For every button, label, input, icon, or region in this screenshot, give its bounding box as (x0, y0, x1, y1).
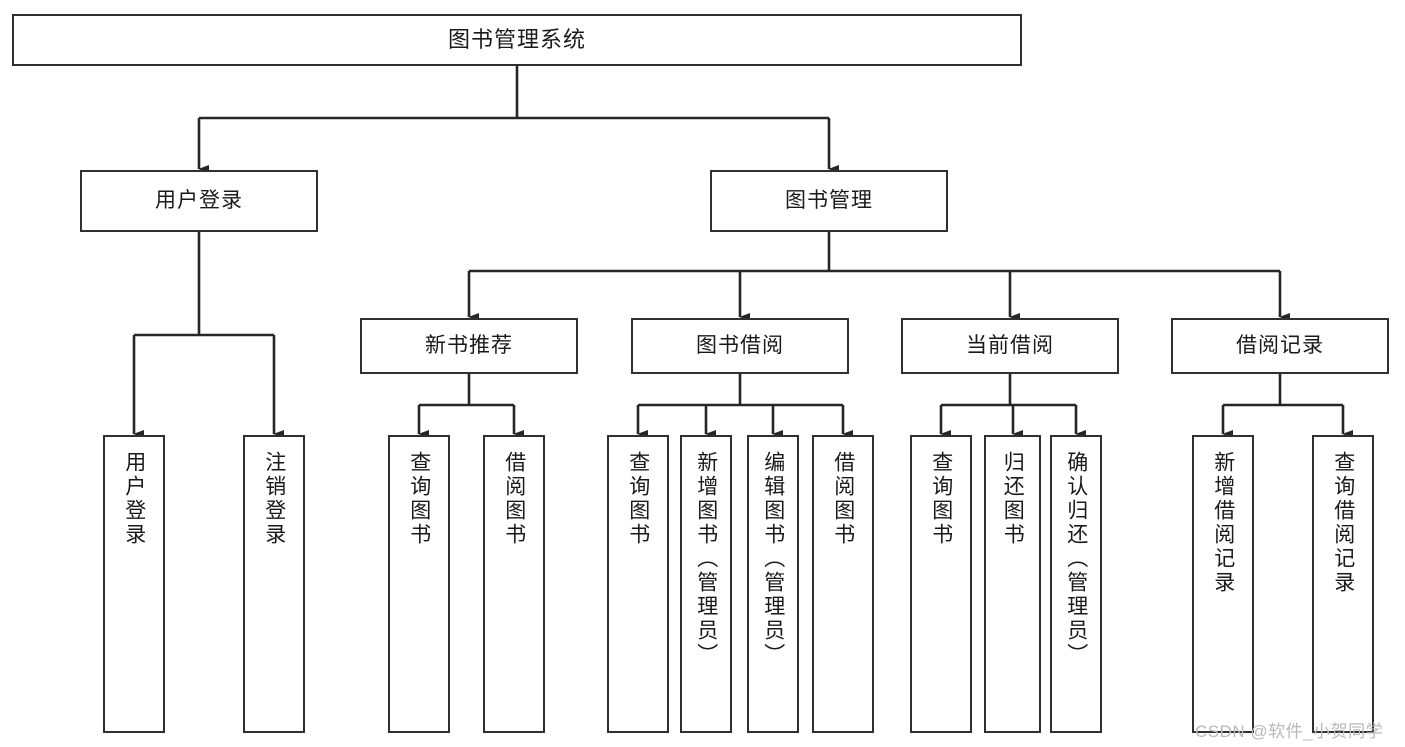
node-label: 查询图书 (929, 451, 953, 547)
node-leaf-logout[interactable]: 注销登录 (243, 435, 305, 733)
node-label: 编辑图书（管理员） (761, 451, 785, 667)
node-leaf-return-book[interactable]: 归还图书 (984, 435, 1041, 733)
node-leaf-edit-book[interactable]: 编辑图书（管理员） (747, 435, 799, 733)
node-label: 图书管理 (785, 188, 873, 212)
node-label: 当前借阅 (966, 333, 1054, 357)
node-user-login[interactable]: 用户登录 (80, 170, 318, 232)
node-label: 新书推荐 (425, 333, 513, 357)
node-label: 图书管理系统 (447, 27, 586, 53)
node-label: 查询借阅记录 (1331, 451, 1355, 595)
node-root[interactable]: 图书管理系统 (12, 14, 1022, 66)
node-new-book-recommend[interactable]: 新书推荐 (360, 318, 578, 374)
node-label: 借阅图书 (831, 451, 855, 547)
node-leaf-add-record[interactable]: 新增借阅记录 (1192, 435, 1254, 733)
node-label: 用户登录 (122, 451, 146, 547)
watermark: CSDN @软件_小贺同学 (1195, 722, 1384, 741)
node-label: 归还图书 (1001, 451, 1025, 547)
node-leaf-query-book-1[interactable]: 查询图书 (388, 435, 450, 733)
node-label: 确认归还（管理员） (1064, 451, 1088, 667)
node-book-manage[interactable]: 图书管理 (710, 170, 948, 232)
node-label: 注销登录 (262, 451, 286, 547)
node-label: 查询图书 (626, 451, 650, 547)
node-label: 新增借阅记录 (1211, 451, 1235, 595)
node-label: 图书借阅 (696, 333, 784, 357)
node-leaf-query-book-2[interactable]: 查询图书 (607, 435, 669, 733)
node-leaf-borrow-book-2[interactable]: 借阅图书 (812, 435, 874, 733)
node-leaf-user-login[interactable]: 用户登录 (103, 435, 165, 733)
node-book-borrow[interactable]: 图书借阅 (631, 318, 849, 374)
node-label: 借阅图书 (502, 451, 526, 547)
node-label: 借阅记录 (1236, 333, 1324, 357)
node-label: 用户登录 (155, 188, 243, 212)
node-leaf-add-book[interactable]: 新增图书（管理员） (680, 435, 732, 733)
node-current-borrow[interactable]: 当前借阅 (901, 318, 1119, 374)
node-leaf-query-book-3[interactable]: 查询图书 (910, 435, 972, 733)
node-leaf-query-record[interactable]: 查询借阅记录 (1312, 435, 1374, 733)
node-label: 新增图书（管理员） (694, 451, 718, 667)
node-leaf-borrow-book-1[interactable]: 借阅图书 (483, 435, 545, 733)
node-borrow-record[interactable]: 借阅记录 (1171, 318, 1389, 374)
node-label: 查询图书 (407, 451, 431, 547)
node-leaf-confirm-return[interactable]: 确认归还（管理员） (1050, 435, 1102, 733)
